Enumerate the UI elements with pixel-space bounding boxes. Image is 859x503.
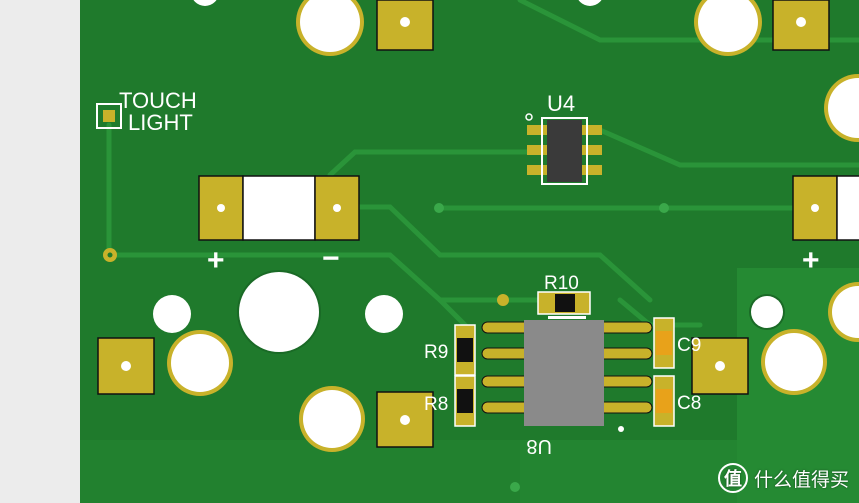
hole-right-edge-inner	[828, 78, 859, 138]
u4-pad	[582, 145, 602, 155]
component-left-pad-minus-drill	[333, 204, 341, 212]
u8-outline-top	[548, 316, 586, 319]
u4-body	[547, 120, 582, 182]
pad-top-left-drill	[400, 17, 410, 27]
label-u8: U8	[526, 435, 552, 457]
trace-u4-right	[597, 127, 859, 168]
u4-pad	[527, 125, 547, 135]
u4-pad	[527, 165, 547, 175]
label-r8: R8	[424, 394, 448, 415]
ic-u4	[525, 113, 602, 185]
hole-mid-left-inner	[171, 334, 229, 392]
resistor-r10	[537, 291, 591, 315]
via	[434, 203, 444, 213]
resistor-r8	[454, 375, 476, 427]
r8-body	[457, 389, 473, 413]
copper-pour-lower-left	[80, 440, 520, 503]
pad-top-right-drill	[796, 17, 806, 27]
component-right-body	[836, 175, 859, 241]
watermark-logo-icon: 值	[717, 463, 748, 493]
resistor-r9	[454, 324, 476, 376]
via	[618, 426, 624, 432]
mount-hole-small-left	[153, 295, 191, 333]
hole-right-small-inner	[751, 296, 783, 328]
capacitor-c8	[653, 375, 675, 427]
component-left-body	[242, 175, 316, 241]
via	[497, 294, 509, 306]
mount-hole-large-inner	[239, 272, 319, 352]
touch-light-pad	[96, 103, 122, 129]
u4-pin1-marker	[525, 113, 533, 121]
trace-u4-left	[327, 149, 543, 178]
via	[510, 482, 520, 492]
c8-body	[656, 389, 672, 413]
r10-body	[555, 294, 575, 312]
label-r9: R9	[424, 342, 448, 363]
ic-u8	[481, 316, 653, 426]
label-touch: TOUCH	[119, 88, 197, 113]
pad-right-mid-drill	[715, 361, 725, 371]
copper-pour-bottom	[520, 440, 737, 503]
label-plus-left: +	[207, 244, 225, 277]
trace-main-horizontal	[106, 252, 543, 303]
label-r10: R10	[544, 273, 579, 294]
c9-body	[656, 331, 672, 355]
hole-top-right-inner	[698, 0, 758, 52]
hole-top-left-inner	[300, 0, 360, 52]
component-right-pad-drill	[811, 204, 819, 212]
watermark-text: 什么值得买	[753, 468, 849, 491]
pad-bottom-left-drill	[400, 415, 410, 425]
r9-body	[457, 338, 473, 362]
hole-top-edge	[193, 0, 217, 6]
u4-pad	[527, 145, 547, 155]
pad-mid-left-drill	[121, 361, 131, 371]
label-light: LIGHT	[128, 110, 193, 135]
hole-bottom-left-inner	[303, 390, 361, 448]
holes	[153, 0, 859, 452]
u4-outline	[541, 117, 588, 185]
via	[659, 203, 669, 213]
label-minus-left: −	[322, 242, 340, 275]
component-left-pad-plus-drill	[217, 204, 225, 212]
component-right-edge	[792, 175, 859, 241]
capacitor-c9	[653, 317, 675, 369]
vias	[103, 203, 669, 492]
via	[107, 252, 113, 258]
u8-body	[524, 320, 604, 426]
hole-right-mid-inner	[765, 333, 823, 391]
u4-pad	[582, 125, 602, 135]
u4-pad	[582, 165, 602, 175]
label-plus-right: +	[802, 244, 820, 277]
viewport-margin	[0, 0, 80, 503]
hole-right-edge-2-inner	[832, 286, 859, 338]
watermark: 值 什么值得买	[717, 463, 849, 493]
component-left-battery	[198, 175, 360, 241]
mount-hole-small-right	[365, 295, 403, 333]
touch-light-pad-inner	[103, 110, 115, 122]
hole-top-edge-2	[578, 0, 602, 6]
trace-plus-minus	[355, 204, 653, 303]
label-u4: U4	[547, 91, 575, 116]
square-pads	[97, 0, 830, 448]
label-c9: C9	[677, 335, 701, 356]
label-c8: C8	[677, 393, 701, 414]
